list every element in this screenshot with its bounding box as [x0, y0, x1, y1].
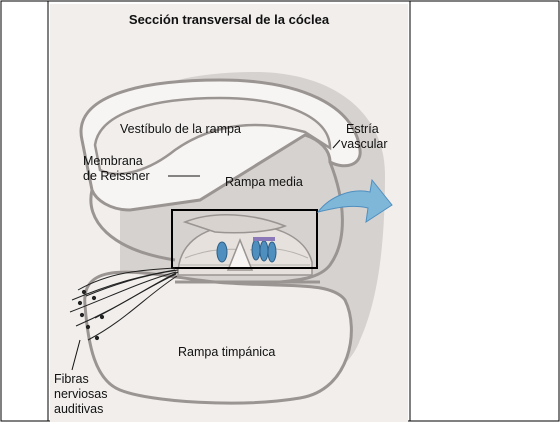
outer-hair-cell-2 [259, 240, 269, 262]
highlight-box [171, 209, 318, 269]
auditory-nerve-fibers [69, 267, 179, 341]
scala-tympani [83, 270, 353, 405]
label-reissner-2: de Reissner [83, 169, 150, 183]
diagram-title: Sección transversal de la cóclea [129, 12, 330, 27]
label-fibers-1: Fibras [54, 372, 89, 386]
inner-hair-cell [216, 241, 228, 263]
tunnel-of-corti [226, 237, 254, 271]
tectorial-membrane [182, 214, 288, 234]
flow-arrow [316, 178, 393, 224]
outer-hair-cell-1 [251, 239, 261, 261]
cochlea-right-wall [279, 161, 344, 284]
scala-vestibuli-wall [93, 96, 332, 176]
outer-hair-cell-3 [267, 241, 277, 263]
label-fibers-3: auditivas [54, 402, 103, 416]
label-stria-1: Estría [346, 122, 379, 136]
label-scala-media: Rampa media [225, 175, 303, 189]
organ-of-corti [175, 214, 320, 284]
cochlea-left-wall [89, 189, 176, 262]
label-scala-vestibuli: Vestíbulo de la rampa [120, 122, 241, 136]
label-scala-tympani: Rampa timpánica [178, 345, 275, 359]
fibers-leader [71, 339, 81, 371]
label-stria-2: vascular [341, 137, 388, 151]
label-fibers-2: nerviosas [54, 387, 108, 401]
label-reissner-1: Membrana [83, 154, 143, 168]
stria-leader [332, 139, 341, 149]
